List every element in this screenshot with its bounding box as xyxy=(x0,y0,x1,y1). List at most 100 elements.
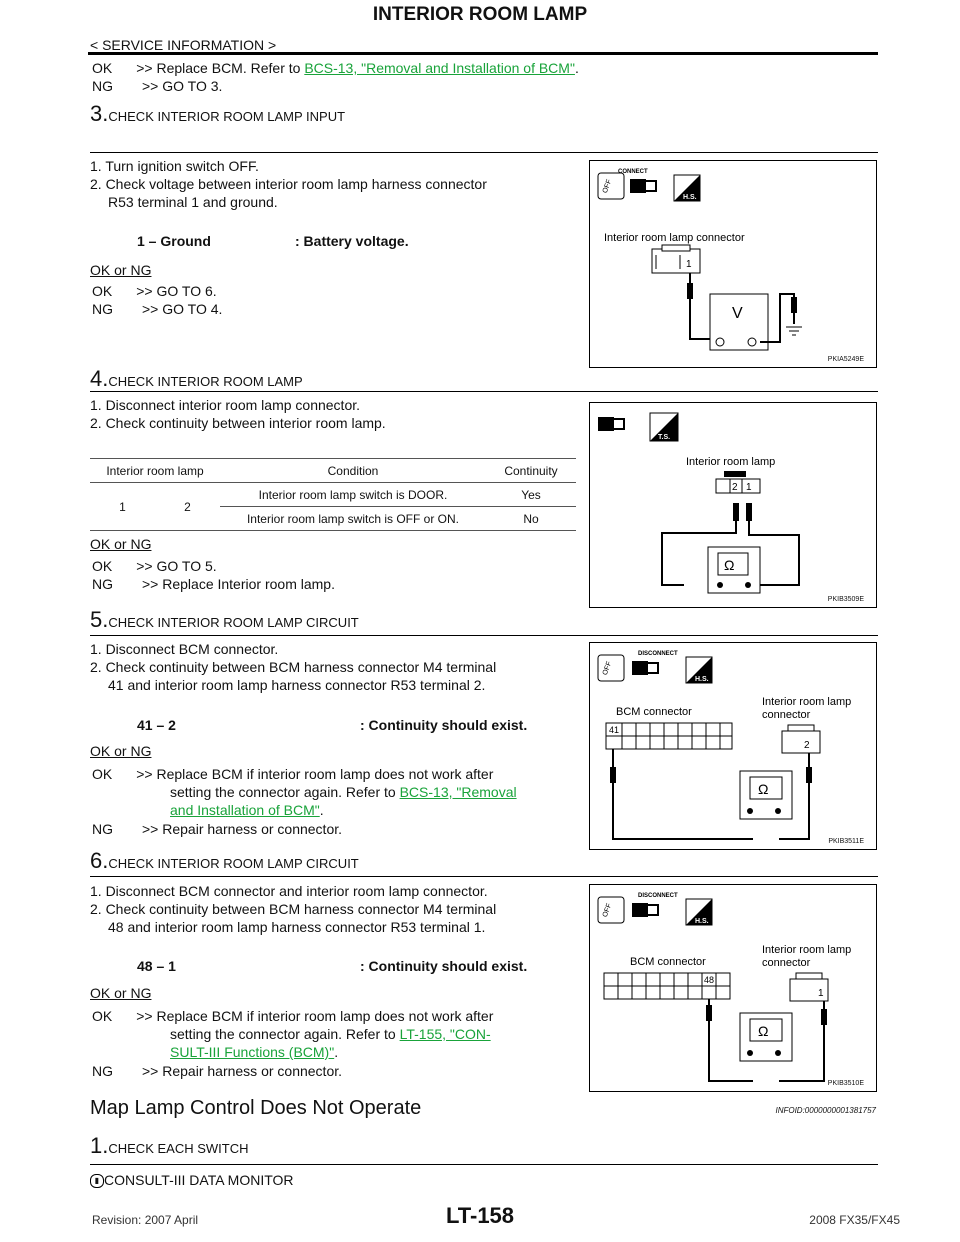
h-s-icon: H.S. xyxy=(685,656,713,684)
fig6-lamp-label2: connector xyxy=(762,957,811,969)
fig5-meter: Ω xyxy=(758,781,768,797)
fig4-label: Interior room lamp xyxy=(686,456,775,468)
disconnect-label: DISCONNECT xyxy=(638,893,678,899)
step6-spec-left: 48 – 1 xyxy=(137,958,176,974)
h-s-icon: H.S. xyxy=(685,898,713,926)
fig6-lamp-label1: Interior room lamp xyxy=(762,944,851,956)
lt155-link[interactable]: SULT-III Functions (BCM)" xyxy=(170,1044,335,1060)
bcs13-link[interactable]: and Installation of BCM" xyxy=(170,802,320,818)
connect-icon: OFF xyxy=(597,172,657,200)
table-header: Continuity xyxy=(486,459,576,483)
svg-text:H.S.: H.S. xyxy=(695,918,709,925)
step3-line2a: 2. Check voltage between interior room l… xyxy=(90,176,487,192)
svg-text:H.S.: H.S. xyxy=(683,194,697,201)
step5-line2a: 2. Check continuity between BCM harness … xyxy=(90,659,497,675)
step3-line1: 1. Turn ignition switch OFF. xyxy=(90,158,259,174)
step4-line1: 1. Disconnect interior room lamp connect… xyxy=(90,397,361,413)
fig5-lamp-label1: Interior room lamp xyxy=(762,696,851,708)
step3-ng: NG>> GO TO 4. xyxy=(92,301,223,317)
fig5-bcm-label: BCM connector xyxy=(616,706,692,718)
map-step1-rule xyxy=(90,1164,878,1165)
step5-ng: NG>> Repair harness or connector. xyxy=(92,821,343,837)
step3-spec-left: 1 – Ground xyxy=(137,233,211,249)
fig5-t2: 2 xyxy=(804,740,810,751)
footer-page: LT-158 xyxy=(445,1203,515,1228)
map-step1-heading: 1.CHECK EACH SWITCH xyxy=(90,1133,249,1158)
step6-line2b: 48 and interior room lamp harness connec… xyxy=(108,919,486,935)
step3-okng: OK or NG xyxy=(90,262,152,278)
step5-spec-right: : Continuity should exist. xyxy=(360,717,528,733)
step4-ok: OK>> GO TO 5. xyxy=(92,558,217,574)
step6-ok-cont: setting the connector again. Refer to LT… xyxy=(170,1026,491,1042)
intro-ok: OK>> Replace BCM. Refer to BCS-13, "Remo… xyxy=(92,60,579,76)
disconnect-icon: OFF xyxy=(597,896,659,924)
table-cell: Interior room lamp switch is OFF or ON. xyxy=(220,506,486,531)
step4-line2: 2. Check continuity between interior roo… xyxy=(90,415,386,431)
svg-text:H.S.: H.S. xyxy=(695,676,709,683)
fig6-t1: 1 xyxy=(818,988,824,999)
step5-ok-cont2: and Installation of BCM". xyxy=(170,802,324,818)
step3-ok: OK>> GO TO 6. xyxy=(92,283,217,299)
consult-line: ▮CONSULT-III DATA MONITOR xyxy=(90,1172,294,1189)
table-cell: No xyxy=(486,506,576,531)
fig5-lamp-label2: connector xyxy=(762,709,811,721)
fig5-t41: 41 xyxy=(609,725,619,735)
bcs13-link[interactable]: BCS-13, "Removal and Installation of BCM… xyxy=(304,60,575,76)
lt155-link[interactable]: LT-155, "CON- xyxy=(399,1026,491,1042)
section-breadcrumb: < SERVICE INFORMATION > xyxy=(90,37,277,53)
step6-ng: NG>> Repair harness or connector. xyxy=(92,1063,343,1079)
step5-line2b: 41 and interior room lamp harness connec… xyxy=(108,677,486,693)
step4-rule xyxy=(90,391,878,392)
step6-ok-cont2: SULT-III Functions (BCM)". xyxy=(170,1044,339,1060)
intro-ng: NG>> GO TO 3. xyxy=(92,78,223,94)
disconnect-label: DISCONNECT xyxy=(638,651,678,657)
step4-heading: 4.CHECK INTERIOR ROOM LAMP xyxy=(90,366,303,391)
figure-step4: T.S. Interior room lamp 2 1 Ω PKIB3509E xyxy=(589,402,877,608)
fig4-meter: Ω xyxy=(724,557,734,573)
step3-spec-right: : Battery voltage. xyxy=(295,233,409,249)
footer-revision: Revision: 2007 April xyxy=(92,1213,199,1227)
table-row: Interior room lamp switch is OFF or ON. … xyxy=(90,506,576,531)
table-cell: 1 xyxy=(90,482,155,531)
step5-line1: 1. Disconnect BCM connector. xyxy=(90,641,279,657)
fig3-connector-label: Interior room lamp connector xyxy=(604,232,745,244)
fig6-code: PKIB3510E xyxy=(827,1080,864,1087)
step5-rule xyxy=(90,635,878,636)
footer-model: 2008 FX35/FX45 xyxy=(809,1213,900,1227)
header-rule xyxy=(88,52,878,55)
disconnect-icon: OFF xyxy=(597,654,659,682)
step6-line2a: 2. Check continuity between BCM harness … xyxy=(90,901,497,917)
step5-spec-left: 41 – 2 xyxy=(137,717,176,733)
table-cell: Interior room lamp switch is DOOR. xyxy=(220,482,486,507)
step5-ok-cont: setting the connector again. Refer to BC… xyxy=(170,784,517,800)
figure-step3: OFF CONNECT H.S. Interior room lamp conn… xyxy=(589,160,877,368)
step6-spec-right: : Continuity should exist. xyxy=(360,958,528,974)
step5-okng: OK or NG xyxy=(90,743,152,759)
fig3-meter: V xyxy=(732,305,743,322)
step6-okng: OK or NG xyxy=(90,985,152,1001)
step6-line1: 1. Disconnect BCM connector and interior… xyxy=(90,883,488,899)
step3-heading: 3.CHECK INTERIOR ROOM LAMP INPUT xyxy=(90,101,346,126)
table-header: Interior room lamp xyxy=(90,459,220,483)
step6-ok: OK>> Replace BCM if interior room lamp d… xyxy=(92,1008,494,1024)
fig4-t2: 2 xyxy=(732,482,738,493)
step6-heading: 6.CHECK INTERIOR ROOM LAMP CIRCUIT xyxy=(90,848,359,873)
t-s-icon: T.S. xyxy=(649,412,679,442)
step4-ng: NG>> Replace Interior room lamp. xyxy=(92,576,335,592)
fig3-code: PKIA5249E xyxy=(827,356,864,363)
svg-text:OFF: OFF xyxy=(602,903,613,919)
fig6-meter: Ω xyxy=(758,1023,768,1039)
consult-icon: ▮ xyxy=(90,1174,104,1189)
step4-table-top xyxy=(90,458,576,459)
figure-step5: OFF DISCONNECT H.S. BCM connector Interi… xyxy=(589,642,877,850)
disconnect-icon xyxy=(598,417,625,431)
step3-rule xyxy=(90,152,878,153)
table-row: 1 2 Interior room lamp switch is DOOR. Y… xyxy=(90,482,576,531)
table-cell: 2 xyxy=(155,482,220,531)
figure-step6: OFF DISCONNECT H.S. BCM connector Interi… xyxy=(589,884,877,1092)
step5-ok: OK>> Replace BCM if interior room lamp d… xyxy=(92,766,494,782)
table-cell: Yes xyxy=(486,482,576,507)
page-title: INTERIOR ROOM LAMP xyxy=(372,4,588,25)
fig4-code: PKIB3509E xyxy=(827,596,864,603)
bcs13-link[interactable]: BCS-13, "Removal xyxy=(399,784,517,800)
